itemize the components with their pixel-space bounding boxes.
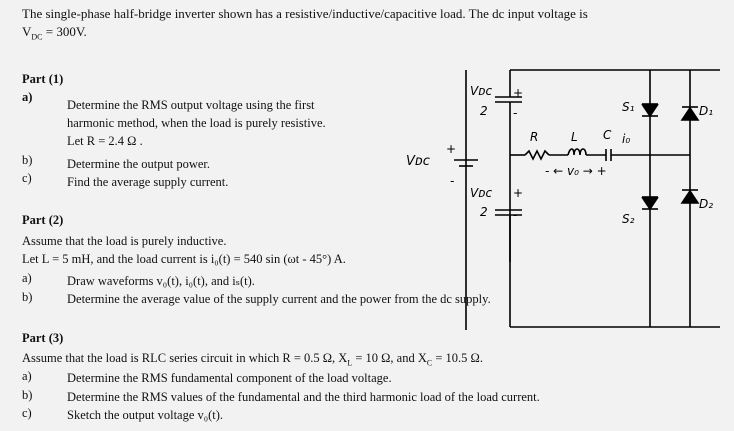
part2-b-text: Determine the average value of the suppl… — [67, 292, 491, 306]
part2-title: Part (2) — [22, 213, 64, 227]
minus-bottom: - — [513, 208, 518, 222]
minus-main: - — [450, 174, 455, 188]
vdc-value: = 300V. — [42, 24, 87, 39]
part3-line1: Assume that the load is RLC series circu… — [22, 351, 483, 368]
vdc-top-label: Vᴅᴄ — [470, 84, 493, 98]
r-label: R — [530, 130, 539, 144]
vdc-symbol: V — [22, 24, 32, 39]
part2-line1: Assume that the load is purely inductive… — [22, 234, 227, 248]
part1-a-line1: Determine the RMS output voltage using t… — [67, 98, 315, 112]
plus-bottom: + — [513, 186, 524, 200]
part1-b-label: b) — [22, 153, 33, 167]
c-label: C — [603, 128, 612, 142]
part2-line2: Let L = 5 mH, and the load current is i₀… — [22, 252, 346, 266]
xc-subscript: C — [426, 358, 433, 368]
part3-b-text: Determine the RMS values of the fundamen… — [67, 390, 540, 404]
part1-b-text: Determine the output power. — [67, 157, 211, 171]
plus-top: + — [513, 86, 524, 100]
minus-top: - — [513, 106, 518, 120]
d1-label: D₁ — [699, 104, 714, 118]
l-label: L — [571, 130, 578, 144]
s1-label: S₁ — [622, 100, 635, 114]
d2-label: D₂ — [699, 197, 714, 211]
part2-a-text: Draw waveforms v₀(t), i₀(t), and iₛ(t). — [67, 274, 255, 288]
part3-a-text: Determine the RMS fundamental component … — [67, 371, 392, 385]
part3-a-label: a) — [22, 369, 32, 383]
vo-label: - ← v₀ → + — [545, 164, 607, 178]
plus-main: + — [446, 142, 457, 156]
part1-a-line3: Let R = 2.4 Ω . — [67, 134, 143, 148]
part3-c-text: Sketch the output voltage v₀(t). — [67, 408, 224, 422]
s2-label: S₂ — [622, 212, 635, 226]
part3-line1-c: = 10.5 Ω. — [432, 351, 483, 365]
vdc-subscript: DC — [31, 32, 43, 42]
part3-line1-b: = 10 Ω, and X — [352, 351, 427, 365]
problem-statement-line1: The single-phase half-bridge inverter sh… — [22, 6, 588, 21]
xl-subscript: L — [347, 358, 353, 368]
part3-c-label: c) — [22, 406, 32, 420]
vdc-bottom-label: Vᴅᴄ — [470, 186, 493, 200]
two-bottom-label: 2 — [480, 205, 488, 219]
part1-title: Part (1) — [22, 72, 64, 86]
part3-b-label: b) — [22, 388, 33, 402]
part3-title: Part (3) — [22, 331, 64, 345]
part1-c-label: c) — [22, 171, 32, 185]
io-label: i₀ — [622, 132, 631, 146]
part1-a-label: a) — [22, 90, 33, 104]
vdc-main-label: Vᴅᴄ — [406, 154, 430, 169]
problem-statement-vdc: VDC = 300V. — [22, 24, 87, 42]
part2-b-label: b) — [22, 290, 33, 304]
part2-a-label: a) — [22, 271, 32, 285]
two-top-label: 2 — [480, 104, 488, 118]
part1-a-line2: harmonic method, when the load is purely… — [67, 116, 326, 130]
part1-c-text: Find the average supply current. — [67, 175, 229, 189]
part3-line1-a: Assume that the load is RLC series circu… — [22, 351, 348, 365]
